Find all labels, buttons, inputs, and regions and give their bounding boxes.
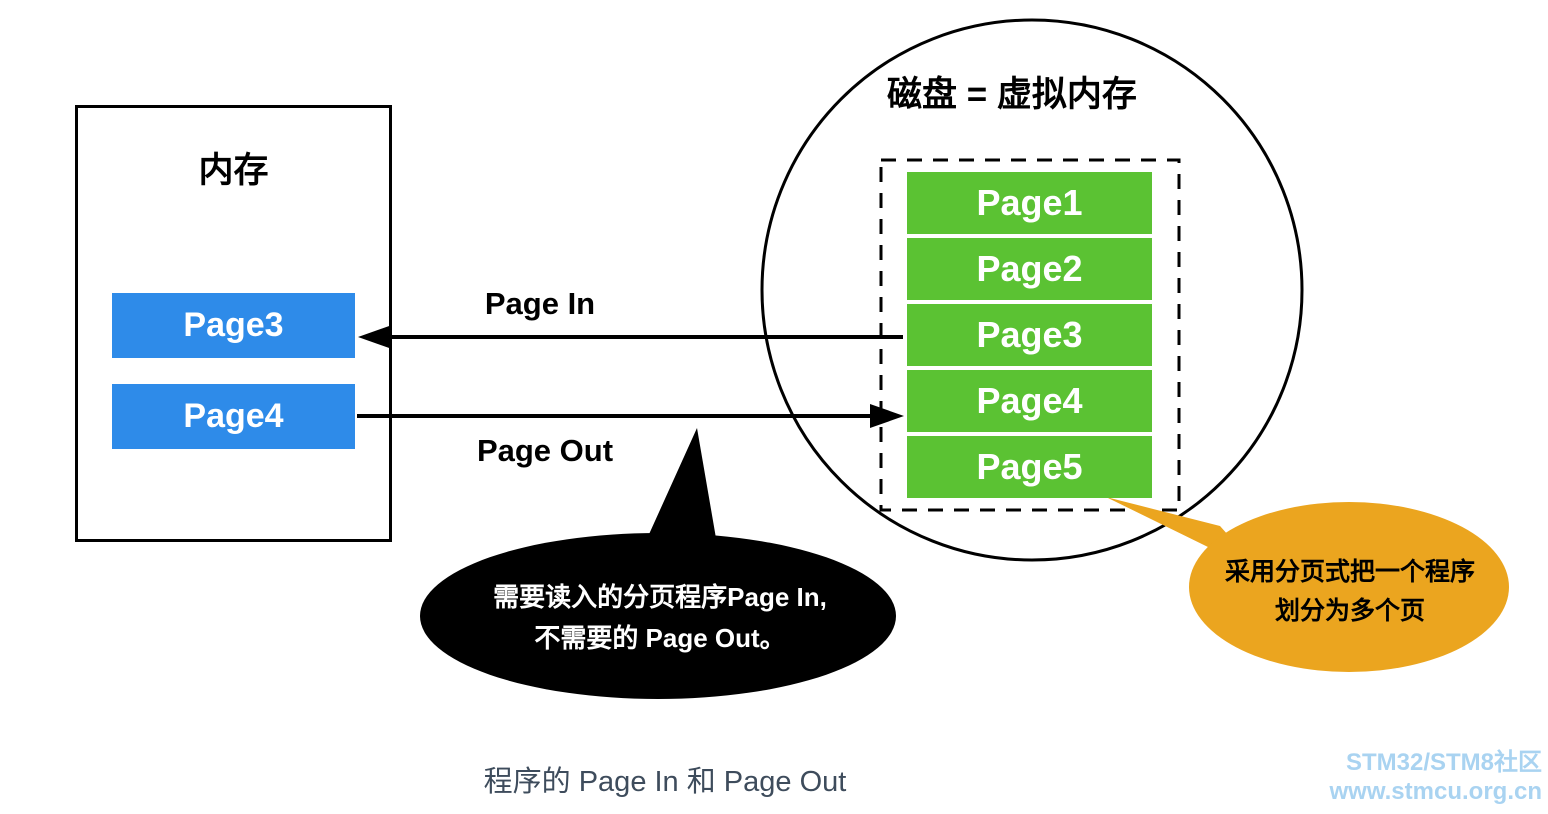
- memory-box: [75, 105, 392, 542]
- disk-circle: [760, 18, 1304, 562]
- orange-bubble-body: [1189, 502, 1509, 672]
- black-bubble-line1: 需要读入的分页程序Page In,: [493, 582, 827, 612]
- disk-page3-box: Page3: [907, 304, 1152, 366]
- disk-page5-box: Page5: [907, 436, 1152, 498]
- memory-page4-box: Page4: [112, 384, 355, 449]
- memory-page3-box: Page3: [112, 293, 355, 358]
- disk-page1-label: Page1: [976, 182, 1083, 223]
- orange-bubble-line1: 采用分页式把一个程序: [1224, 558, 1475, 586]
- page-in-arrowhead: [358, 325, 392, 349]
- orange-bubble-line2: 划分为多个页: [1274, 597, 1425, 625]
- disk-page2-box: Page2: [907, 238, 1152, 300]
- orange-callout-bubble: [1106, 497, 1509, 672]
- disk-page1-box: Page1: [907, 172, 1152, 234]
- page-out-arrowhead: [870, 404, 904, 428]
- watermark: STM32/STM8社区 www.stmcu.org.cn: [1260, 748, 1542, 806]
- memory-page4-label: Page4: [183, 397, 284, 435]
- black-callout-bubble: [420, 428, 896, 699]
- page-out-label: Page Out: [476, 433, 614, 468]
- page-out-arrow: [357, 404, 904, 428]
- orange-bubble-text: 采用分页式把一个程序 划分为多个页: [1204, 553, 1496, 631]
- diagram-caption: 程序的 Page In 和 Page Out: [483, 766, 847, 798]
- disk-page4-box: Page4: [907, 370, 1152, 432]
- disk-page5-label: Page5: [976, 446, 1083, 487]
- black-bubble-line2: 不需要的 Page Out。: [534, 623, 786, 653]
- page-in-arrow: [358, 325, 903, 349]
- disk-page3-label: Page3: [976, 314, 1083, 355]
- memory-title: 内存: [198, 151, 269, 190]
- black-bubble-text: 需要读入的分页程序Page In, 不需要的 Page Out。: [443, 577, 877, 659]
- page-in-label: Page In: [484, 286, 596, 321]
- black-bubble-body: [420, 533, 896, 699]
- disk-page2-label: Page2: [976, 248, 1083, 289]
- memory-page3-label: Page3: [183, 306, 284, 344]
- disk-page4-label: Page4: [976, 380, 1083, 421]
- black-bubble-tail: [641, 428, 717, 552]
- watermark-line1: STM32/STM8社区: [1345, 749, 1542, 776]
- disk-title: 磁盘 = 虚拟内存: [887, 75, 1137, 114]
- watermark-line2: www.stmcu.org.cn: [1329, 778, 1542, 805]
